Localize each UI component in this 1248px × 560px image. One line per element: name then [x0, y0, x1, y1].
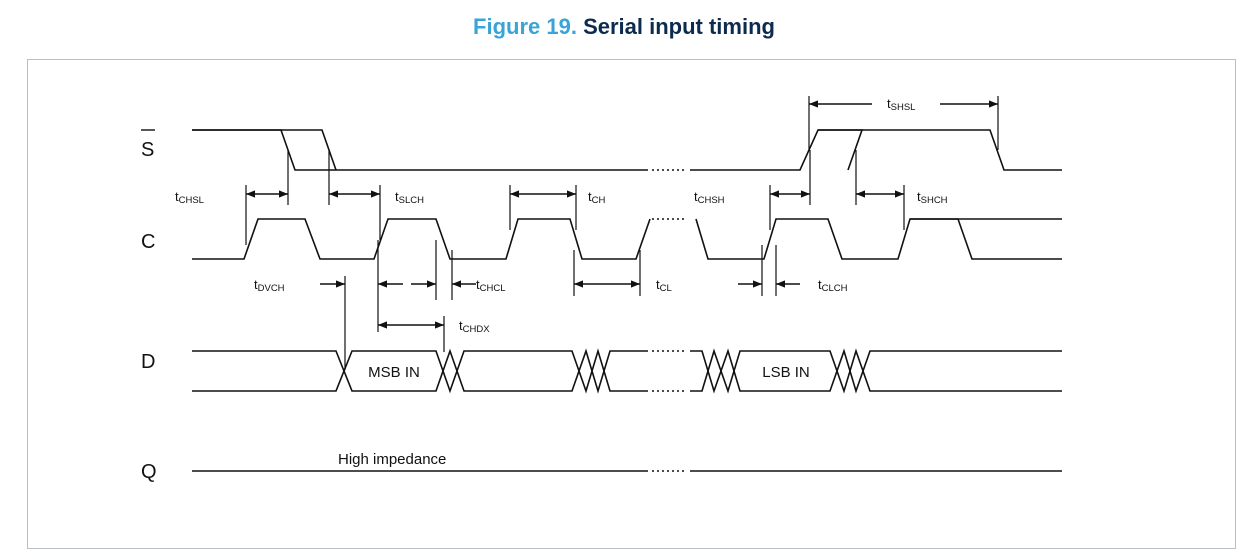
lsb-in-label: LSB IN: [762, 364, 810, 381]
timing-reference-lines: [245, 96, 999, 370]
figure-title: Figure 19. Serial input timing: [0, 14, 1248, 40]
diagram-frame: [27, 59, 1236, 549]
figure-name: Serial input timing: [583, 14, 775, 39]
tshsl-label: tSHSL: [887, 96, 915, 113]
tdvch-label: tDVCH: [254, 277, 285, 294]
high-impedance-label: High impedance: [338, 451, 446, 468]
tchsl-label: tCHSL: [175, 189, 204, 206]
s-waveform: [192, 129, 1062, 171]
tcl-label: tCL: [656, 277, 672, 294]
d-waveform: [192, 348, 1062, 394]
signal-q: Q: [141, 461, 157, 483]
signal-d: D: [141, 351, 155, 373]
tchdx-label: tCHDX: [459, 318, 490, 335]
signal-c: C: [141, 231, 155, 253]
tslch-label: tSLCH: [395, 189, 424, 206]
c-waveform: [192, 218, 1062, 260]
tchsh-label: tCHSH: [694, 189, 725, 206]
msb-in-label: MSB IN: [368, 364, 420, 381]
figure-number: Figure 19.: [473, 14, 577, 39]
tclch-label: tCLCH: [818, 277, 848, 294]
signal-s: S: [141, 139, 154, 161]
tch-label: tCH: [588, 189, 605, 206]
tchcl-label: tCHCL: [476, 277, 506, 294]
tshch-label: tSHCH: [917, 189, 948, 206]
signal-labels: S C D Q: [141, 129, 157, 483]
